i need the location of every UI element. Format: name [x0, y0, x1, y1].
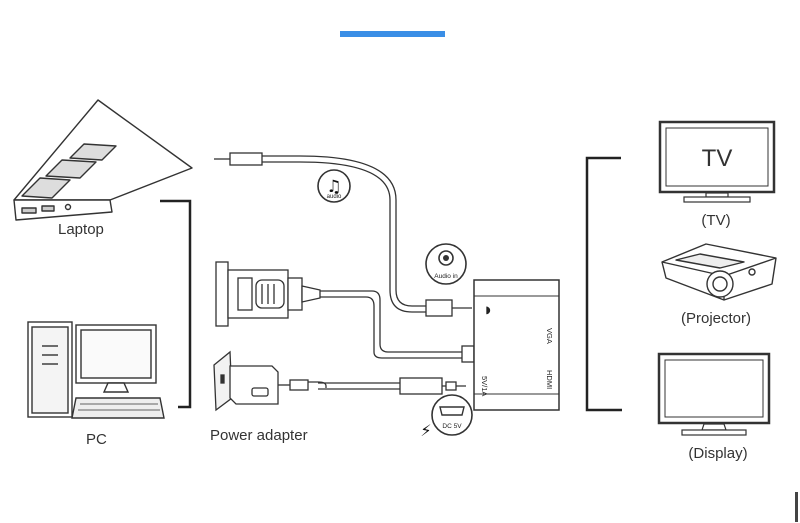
svg-text:♫: ♫	[326, 177, 341, 197]
pc-label: PC	[86, 431, 107, 448]
pc-illustration	[27, 321, 165, 419]
power-adapter-label: Power adapter	[210, 427, 308, 444]
lightning-icon: ⚡	[420, 421, 431, 440]
accent-bar	[340, 31, 445, 37]
tv-screen-label: TV	[702, 145, 733, 172]
display-illustration	[657, 352, 771, 436]
usb-cable	[318, 377, 466, 395]
laptop-illustration	[13, 99, 193, 221]
hub-port-vga: VGA	[545, 328, 554, 344]
projector-illustration	[661, 243, 777, 301]
tv-label: (TV)	[701, 212, 730, 229]
laptop-label: Laptop	[58, 221, 104, 238]
converter-hub	[473, 279, 560, 411]
hub-port-hdmi: HDMI	[545, 370, 554, 389]
audio-in-badge-text: Audio in	[434, 273, 458, 280]
vga-cable	[215, 261, 475, 363]
dc-badge-text: DC 5V	[442, 423, 462, 430]
music-note-icon: ♫	[317, 169, 351, 203]
tv-illustration	[658, 120, 776, 203]
projector-label: (Projector)	[681, 310, 751, 327]
hdmi-port-icon	[431, 394, 473, 436]
corner-mark	[795, 492, 798, 522]
audio-jack-icon	[425, 243, 467, 285]
audio-badge-text: audio	[327, 194, 342, 200]
hub-audio-port-symbol: ◗	[485, 305, 490, 316]
audio-cable	[214, 152, 472, 317]
power-adapter-illustration	[213, 350, 327, 412]
display-label: (Display)	[688, 445, 747, 462]
right-bracket	[585, 156, 622, 412]
left-bracket	[160, 199, 192, 409]
hub-port-power: 5V/1A	[480, 376, 489, 396]
